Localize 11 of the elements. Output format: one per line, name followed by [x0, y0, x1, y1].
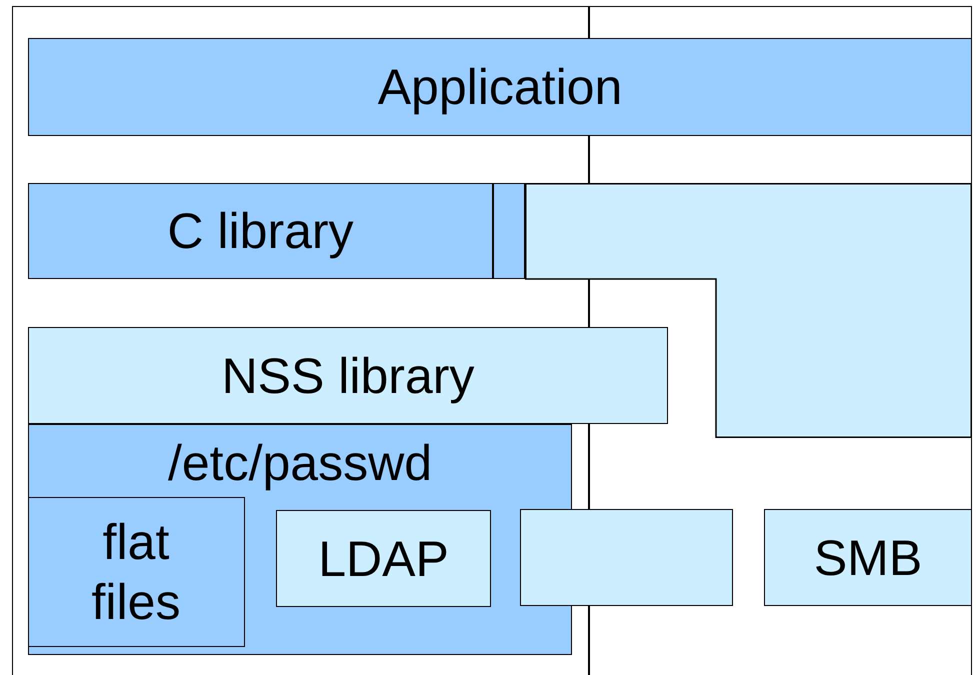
layer-box: NSS library: [28, 327, 668, 424]
layer-box: [493, 183, 525, 279]
layer-box: [28, 424, 572, 655]
layer-box: [525, 183, 972, 438]
layer-box: C library: [28, 183, 493, 279]
module-box: [520, 509, 733, 606]
module-box: SMB: [764, 509, 972, 606]
module-box: LDAP: [276, 510, 491, 607]
module-box: flat files: [28, 497, 244, 647]
layer-box: Application: [28, 38, 972, 136]
layer-label: /etc/passwd: [168, 434, 432, 493]
